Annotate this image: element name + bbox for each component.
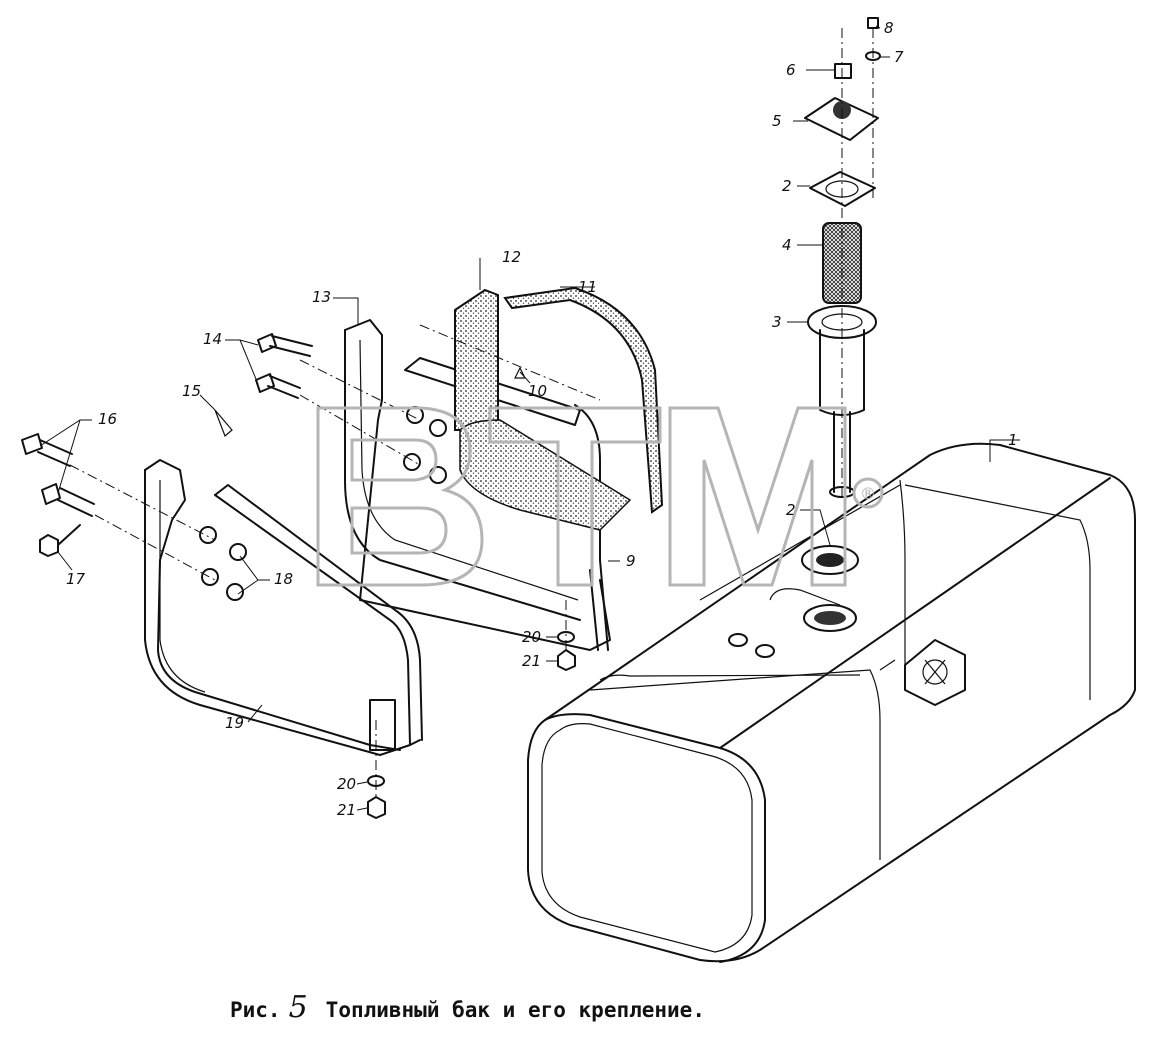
callout-18: 18 xyxy=(274,570,293,588)
registered-mark: ® xyxy=(860,484,876,503)
callout-leaders xyxy=(39,25,1020,811)
callout-9: 9 xyxy=(626,552,636,570)
fuel-tank xyxy=(527,442,1136,963)
callout-21-upper: 21 xyxy=(522,652,541,670)
watermark: ® xyxy=(316,406,884,587)
fasteners xyxy=(21,324,601,819)
callout-6: 6 xyxy=(786,61,796,79)
front-strap-bracket xyxy=(144,459,423,756)
callout-3: 3 xyxy=(772,313,782,331)
callout-16: 16 xyxy=(98,410,117,428)
callout-19: 19 xyxy=(225,714,244,732)
insulating-pad xyxy=(454,288,632,531)
fuel-intake-assembly xyxy=(804,17,881,500)
callout-20-lower: 20 xyxy=(337,775,356,793)
callout-2-upper: 2 xyxy=(782,177,792,195)
callout-8: 8 xyxy=(884,19,894,37)
callout-21-lower: 21 xyxy=(337,801,356,819)
callout-10: 10 xyxy=(528,382,547,400)
callout-17: 17 xyxy=(66,570,86,588)
caption-prefix: Рис. xyxy=(230,998,281,1022)
callout-5: 5 xyxy=(772,112,782,130)
callout-1: 1 xyxy=(1008,431,1018,449)
rear-strap-bracket xyxy=(344,319,611,651)
callout-15: 15 xyxy=(182,382,201,400)
caption-title: Топливный бак и его крепление. xyxy=(325,998,705,1022)
callout-11: 11 xyxy=(578,278,597,296)
rubber-strip xyxy=(503,286,664,514)
callout-7: 7 xyxy=(894,48,904,66)
callout-13: 13 xyxy=(312,288,331,306)
figure-caption: Рис. 5 Топливный бак и его крепление. xyxy=(230,990,930,1030)
figure-number: 5 xyxy=(288,990,308,1025)
callout-12: 12 xyxy=(502,248,521,266)
callout-2-lower: 2 xyxy=(786,501,796,519)
callout-14: 14 xyxy=(203,330,222,348)
callout-4: 4 xyxy=(782,236,792,254)
callout-labels: 8 7 6 5 2 4 3 1 2 12 11 13 14 15 16 17 1… xyxy=(66,19,1018,819)
callout-20-upper: 20 xyxy=(522,628,541,646)
